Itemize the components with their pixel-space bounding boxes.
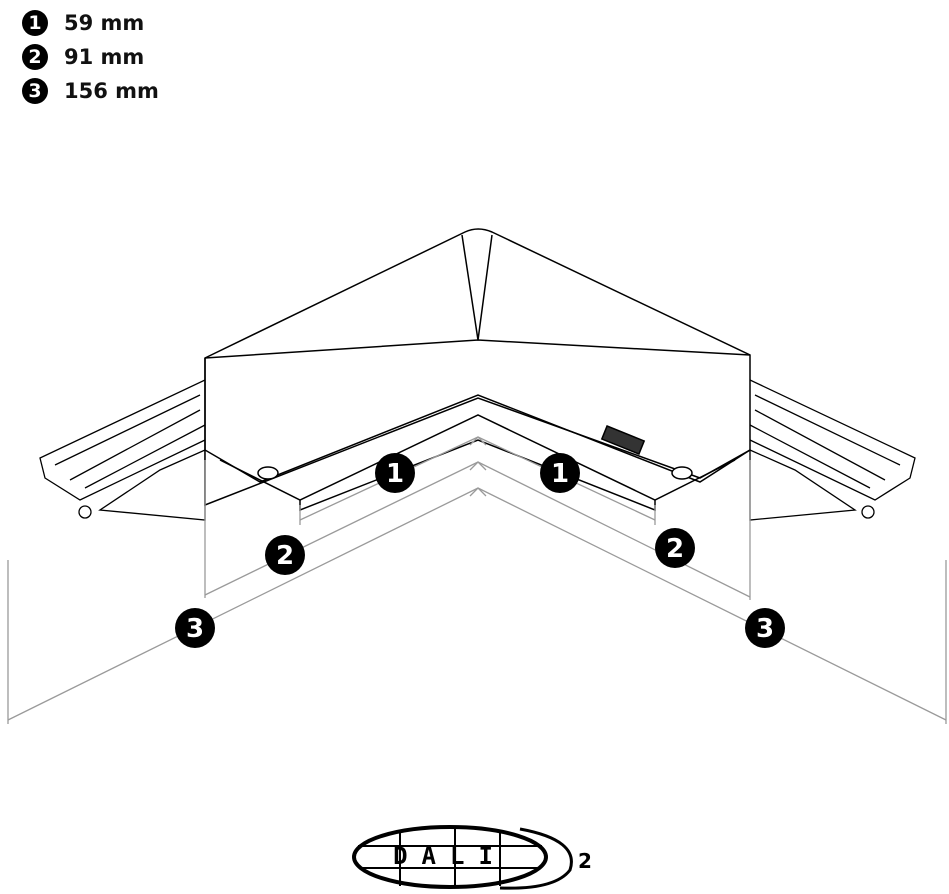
number-badge: 2 bbox=[22, 44, 48, 70]
svg-text:DALI: DALI bbox=[393, 842, 507, 870]
legend-value: 59 mm bbox=[64, 11, 145, 35]
svg-text:1: 1 bbox=[551, 459, 569, 489]
number-badge: 3 bbox=[22, 78, 48, 104]
dimension-legend: 1 59 mm 2 91 mm 3 156 mm bbox=[22, 6, 159, 108]
legend-value: 91 mm bbox=[64, 45, 145, 69]
callout-3-left: 3 bbox=[175, 608, 215, 648]
legend-item-3: 3 156 mm bbox=[22, 74, 159, 108]
legend-item-1: 1 59 mm bbox=[22, 6, 159, 40]
svg-text:2: 2 bbox=[666, 534, 684, 564]
track-left bbox=[39, 379, 206, 521]
callout-2-left: 2 bbox=[265, 535, 305, 575]
svg-text:3: 3 bbox=[756, 614, 774, 644]
dali-2-logo: DALI 2 bbox=[352, 825, 592, 890]
svg-text:3: 3 bbox=[186, 614, 204, 644]
callout-1-left: 1 bbox=[375, 453, 415, 493]
callout-3-right: 3 bbox=[745, 608, 785, 648]
svg-text:2: 2 bbox=[578, 849, 592, 873]
number-badge: 1 bbox=[22, 10, 48, 36]
legend-value: 156 mm bbox=[64, 79, 159, 103]
legend-item-2: 2 91 mm bbox=[22, 40, 159, 74]
track-right bbox=[749, 379, 916, 521]
callout-1-right: 1 bbox=[540, 453, 580, 493]
svg-text:1: 1 bbox=[386, 459, 404, 489]
callout-2-right: 2 bbox=[655, 528, 695, 568]
svg-text:2: 2 bbox=[276, 541, 294, 571]
connector-body bbox=[204, 228, 751, 512]
